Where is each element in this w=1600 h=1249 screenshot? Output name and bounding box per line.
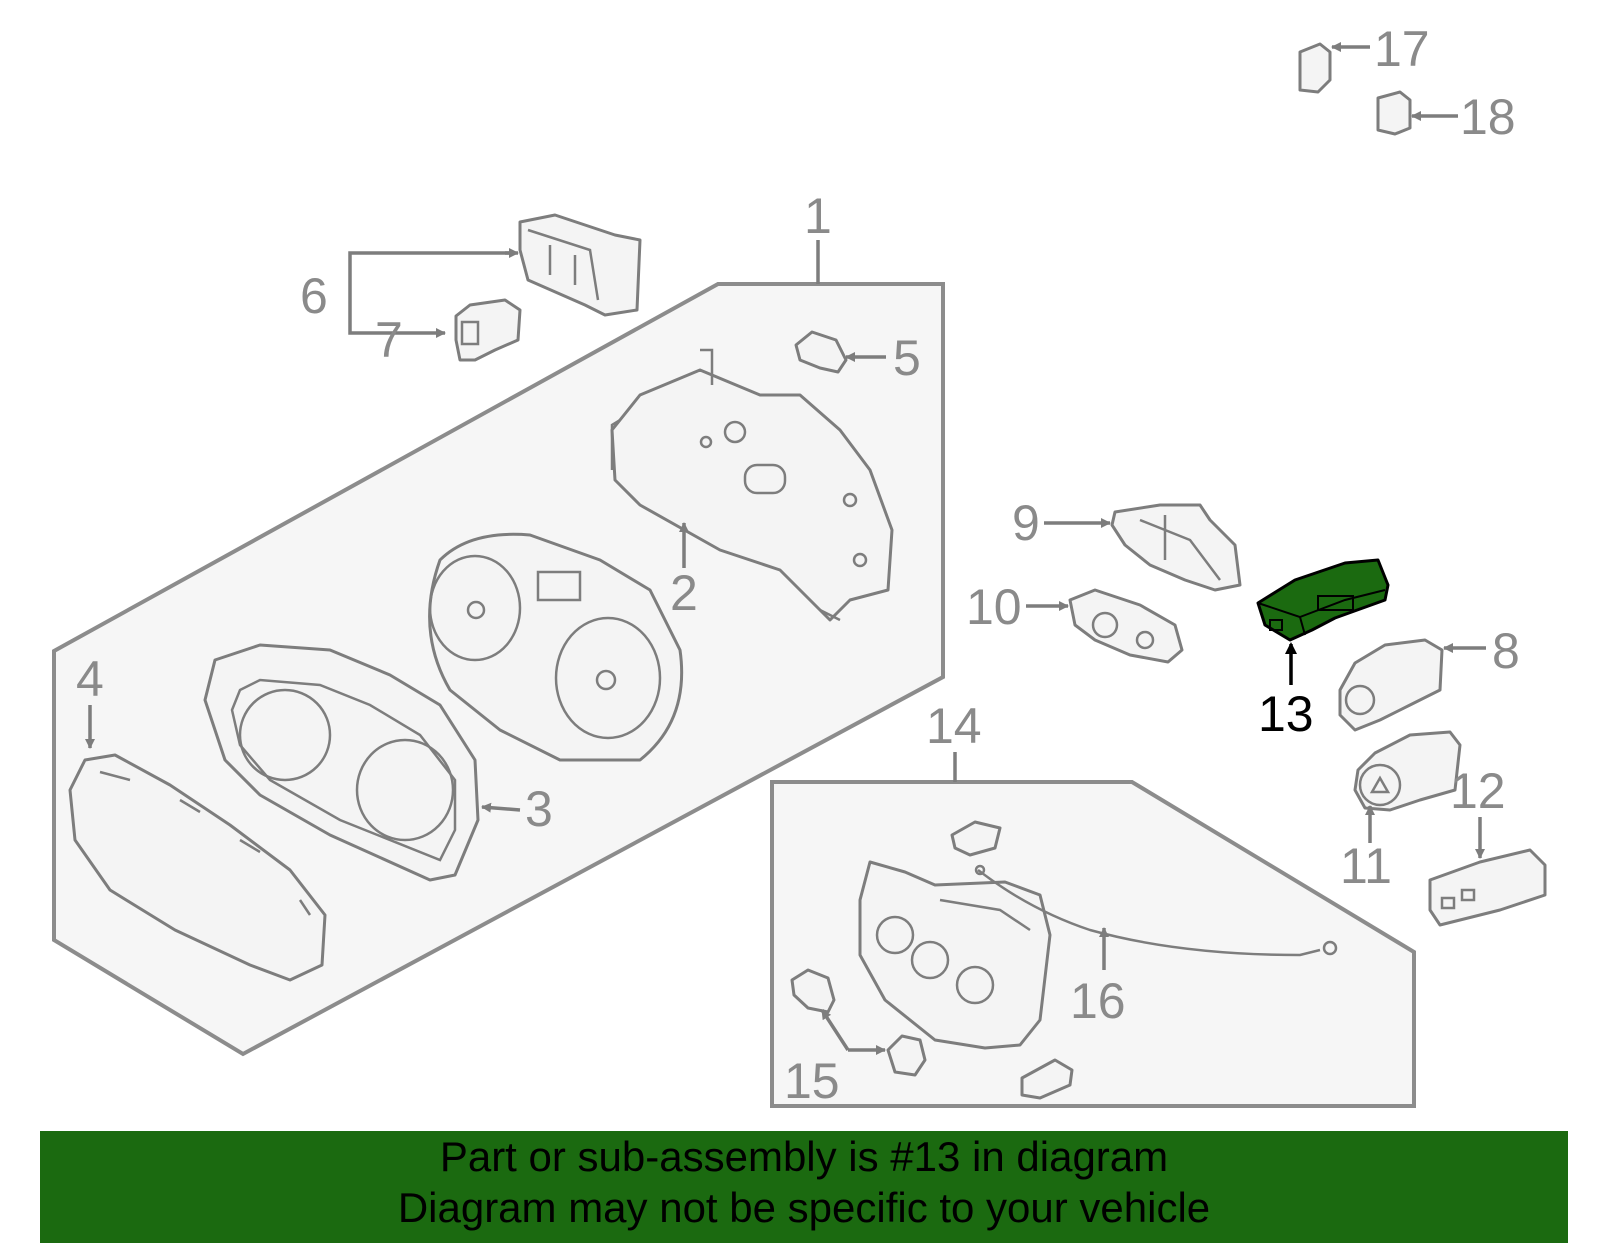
- part-12-switch[interactable]: [1428, 848, 1547, 927]
- part-10-trim[interactable]: [1068, 588, 1184, 664]
- leader-lines: [85, 42, 1486, 1055]
- banner-line-part: Part or sub-assembly is #13 in diagram: [439, 1133, 1169, 1180]
- part-7-switch[interactable]: [454, 298, 522, 362]
- callout-8[interactable]: 8: [1492, 623, 1520, 679]
- callout-13[interactable]: 13: [1258, 686, 1314, 742]
- callout-labels: 1 2 3 4 5 6 7 8 9 10 11 12 13 14 15 16 1…: [76, 21, 1520, 1109]
- callout-18[interactable]: 18: [1460, 89, 1516, 145]
- callout-9[interactable]: 9: [1012, 495, 1040, 551]
- part-9-switch-housing[interactable]: [1110, 503, 1242, 592]
- part-14-climate-control[interactable]: [858, 860, 1052, 1050]
- callout-1[interactable]: 1: [804, 188, 832, 244]
- part-5-bulb-socket[interactable]: [794, 330, 848, 374]
- part-11-hazard-button[interactable]: [1353, 730, 1462, 812]
- callout-5[interactable]: 5: [893, 330, 921, 386]
- part-14-clip[interactable]: [1020, 1058, 1074, 1100]
- callout-17[interactable]: 17: [1374, 21, 1430, 77]
- part-17-bulb[interactable]: [1298, 42, 1332, 94]
- callout-10[interactable]: 10: [966, 579, 1022, 635]
- callout-3[interactable]: 3: [525, 781, 553, 837]
- callout-16[interactable]: 16: [1070, 973, 1126, 1029]
- part-4-lens[interactable]: [68, 753, 327, 982]
- part-3-gauge-face[interactable]: [428, 532, 684, 762]
- callout-6[interactable]: 6: [300, 268, 328, 324]
- part-15-knob-left[interactable]: [790, 968, 836, 1014]
- callout-14[interactable]: 14: [926, 698, 982, 754]
- part-15-knob-right[interactable]: [886, 1034, 927, 1077]
- banner-line-disclaimer: Diagram may not be specific to your vehi…: [397, 1184, 1211, 1231]
- part-13-hazard-switch[interactable]: [1256, 558, 1390, 642]
- callout-2[interactable]: 2: [670, 565, 698, 621]
- callout-12[interactable]: 12: [1450, 763, 1506, 819]
- callout-15[interactable]: 15: [784, 1053, 840, 1109]
- callout-7[interactable]: 7: [375, 312, 403, 368]
- callout-11[interactable]: 11: [1340, 838, 1392, 894]
- part-8-switch[interactable]: [1338, 638, 1444, 732]
- part-3-bezel[interactable]: [203, 643, 480, 882]
- callout-4[interactable]: 4: [76, 651, 104, 707]
- part-2-cluster-housing[interactable]: [610, 348, 894, 622]
- part-6-switch-panel[interactable]: [518, 213, 642, 317]
- info-banner: Part or sub-assembly is #13 in diagram D…: [40, 1131, 1568, 1243]
- part-14-knob-cap[interactable]: [950, 820, 1002, 857]
- part-18-bulb[interactable]: [1376, 90, 1412, 136]
- parts-diagram: 1 2 3 4 5 6 7 8 9 10 11 12 13 14 15 16 1…: [52, 21, 1547, 1109]
